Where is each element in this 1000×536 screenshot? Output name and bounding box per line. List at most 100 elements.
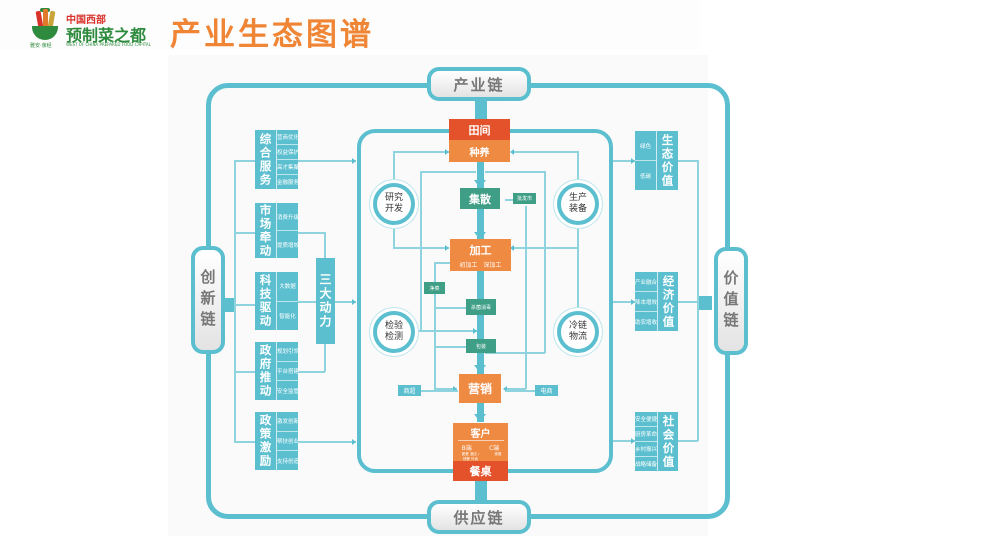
node-customer: 客户 B端 C端 团餐 酒店 / 快餐 外卖 家庭 (453, 423, 508, 462)
link (525, 206, 527, 389)
node-distribution: 集散 (460, 188, 500, 209)
node-processing-title: 加工 (469, 243, 492, 257)
link (577, 151, 579, 311)
arrow-icon (510, 245, 514, 251)
connector-left (222, 298, 234, 312)
module-item: 智能化 (279, 313, 296, 320)
circle-equipment: 生产 装备 (557, 183, 599, 225)
module-item: 安全便捷 (635, 412, 658, 427)
module-item: 安全监管 (277, 388, 300, 395)
main-flow-spine (477, 160, 484, 422)
customer-c-sub: 家庭 (494, 452, 502, 456)
arrow-icon (352, 299, 356, 305)
module-title: 政策激励 (255, 412, 277, 470)
channel-supermarket: 商超 (398, 385, 421, 396)
chain-innovation: 创新链 (191, 246, 225, 354)
module-item: 绿色 (635, 131, 656, 161)
node-cleaning: 净菜 (424, 282, 445, 294)
module-tech-driven: 科技驱动 大数据 智能化 (255, 272, 298, 330)
left-bus-line (234, 160, 236, 442)
module-item: 平台搭建 (277, 362, 300, 382)
processing-deep: 深加工 (483, 261, 502, 269)
link (434, 262, 452, 264)
link (613, 301, 635, 303)
processing-primary: 初加工 (459, 261, 478, 269)
link (505, 199, 513, 201)
module-item: 厨房革命 (635, 427, 658, 442)
circle-rd: 研究 开发 (373, 183, 415, 225)
node-processing: 加工 初加工 深加工 (450, 239, 511, 271)
link (298, 160, 356, 162)
node-field: 田间 (449, 119, 510, 140)
module-item: 低碳 (639, 173, 651, 180)
module-item: 降本增效 (635, 292, 658, 312)
arrow-down-icon (474, 232, 486, 240)
link (298, 371, 325, 373)
arrow-icon (510, 149, 514, 155)
link (613, 440, 635, 442)
link (485, 171, 545, 173)
link (324, 344, 326, 372)
link (298, 441, 356, 443)
link (298, 232, 325, 234)
module-item: 支持创造 (277, 458, 300, 465)
link (434, 388, 457, 390)
link (505, 390, 537, 392)
link (677, 440, 698, 442)
module-title: 科技驱动 (255, 272, 277, 330)
logo-cn-top: 中国西部 (66, 15, 106, 26)
link (234, 232, 256, 234)
module-item: 提质增效 (277, 242, 300, 249)
arrow-icon (631, 158, 635, 164)
module-economic-value: 产业融合 降本增效 助农增收 经济价值 (635, 272, 678, 331)
module-item: 金融服务 (277, 180, 300, 186)
node-planting: 种养 (449, 140, 510, 162)
node-wholesale: 批发市 (513, 193, 536, 204)
module-item: 消费升级 (277, 203, 300, 231)
right-bus-line (697, 160, 699, 441)
module-item: 助农增收 (635, 319, 658, 326)
link (485, 352, 545, 354)
circle-inspection: 检验 检测 (373, 311, 415, 353)
customer-b-sub: 团餐 酒店 / 快餐 外卖 (461, 452, 480, 461)
arrow-down-icon (474, 365, 486, 373)
link (420, 390, 458, 392)
customer-c-end: C端 (489, 445, 500, 452)
module-policy-incentive: 政策激励 激发创新 帮扶创业 支持创造 (255, 412, 300, 470)
module-item: 战略储备 (635, 462, 658, 468)
link (434, 262, 436, 389)
arrow-icon (352, 439, 356, 445)
brand-logo: 雅安·荥经 中国西部 预制菜之都 WEST OF CHINA PREPARED … (28, 8, 168, 50)
link (234, 441, 256, 443)
arrow-icon (503, 386, 507, 392)
arrow-icon (445, 149, 449, 155)
module-item: 规划引领 (277, 342, 300, 362)
node-sterilize: 杀菌消毒 (466, 299, 496, 315)
module-social-value: 安全便捷 厨房革命 乡村振兴 战略储备 社会价值 (635, 412, 678, 471)
module-title: 社会价值 (657, 412, 679, 471)
node-table: 餐桌 (453, 461, 508, 481)
link (420, 171, 476, 173)
logo-english: WEST OF CHINA PREPARED FOOD CAPITAL (66, 42, 151, 47)
module-title: 政府推动 (255, 342, 277, 400)
link (234, 160, 256, 162)
logo-location: 雅安·荥经 (30, 43, 52, 49)
arrow-down-icon (474, 414, 486, 422)
connector-right (698, 296, 712, 310)
connector-top (475, 100, 487, 122)
node-customer-title: 客户 (457, 425, 504, 441)
module-item: 大数据 (277, 272, 298, 302)
module-title: 综合服务 (255, 130, 277, 189)
arrow-icon (631, 438, 635, 444)
arrow-icon (453, 386, 457, 392)
link (234, 304, 256, 306)
module-item: 帮扶创业 (277, 432, 300, 452)
arrow-icon (473, 328, 477, 334)
module-government-push: 政府推动 规划引领 平台搭建 安全监管 (255, 342, 300, 400)
link (420, 171, 422, 331)
module-title: 经济价值 (657, 272, 679, 331)
link (324, 232, 326, 258)
module-item: 权益保护 (277, 145, 300, 160)
module-item: 激发创新 (277, 412, 300, 432)
